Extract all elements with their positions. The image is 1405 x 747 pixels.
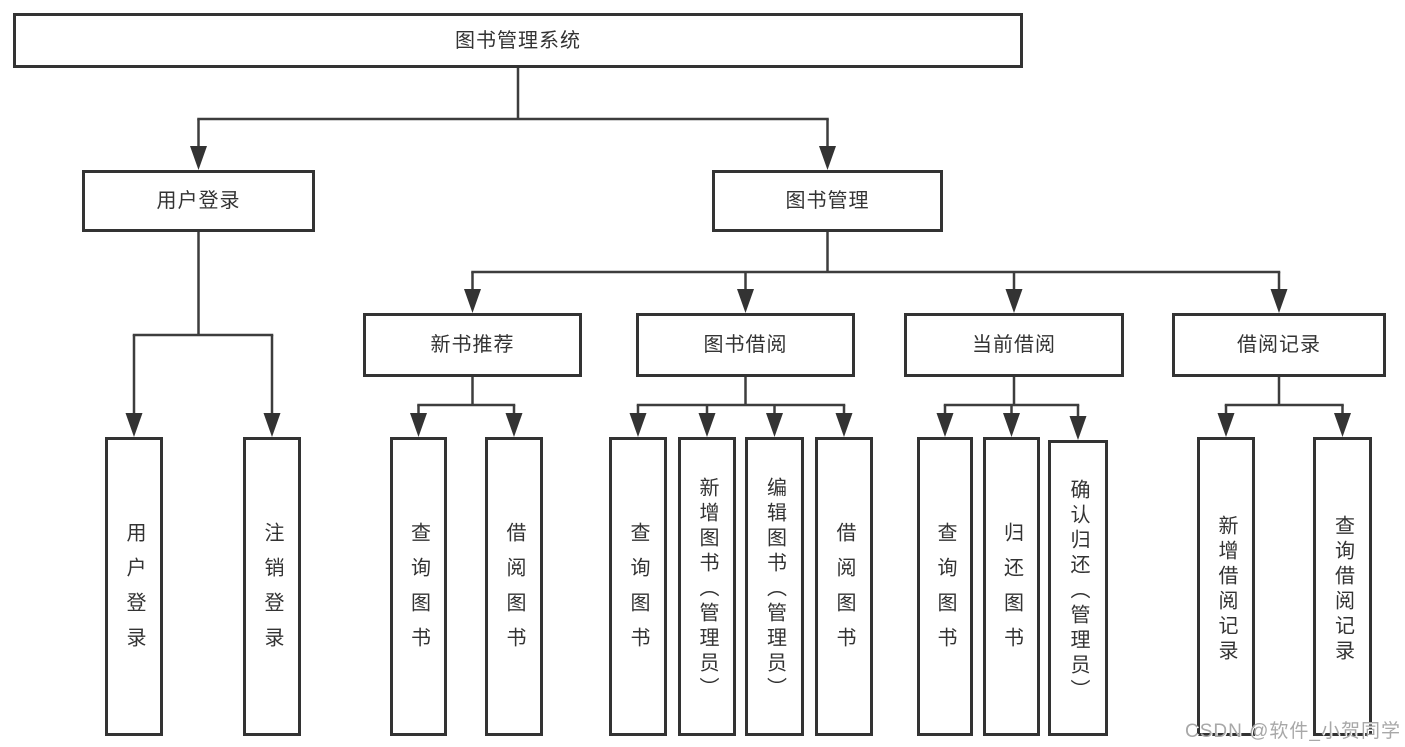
- node-cb-query: 查询图书: [917, 437, 973, 736]
- node-root: 图书管理系统: [13, 13, 1023, 68]
- node-user-login-group: 用户登录: [82, 170, 315, 232]
- node-br-add: 新增借阅记录: [1197, 437, 1255, 736]
- node-nbr-query: 查询图书: [390, 437, 447, 736]
- node-bb-borrow: 借阅图书: [815, 437, 873, 736]
- node-nbr-borrow: 借阅图书: [485, 437, 543, 736]
- node-bb-add: 新增图书（管理员）: [678, 437, 736, 736]
- node-book-borrow: 图书借阅: [636, 313, 855, 377]
- csdn-watermark: CSDN @软件_小贺同学: [1185, 721, 1401, 742]
- node-current-borrow: 当前借阅: [904, 313, 1124, 377]
- node-leaf-logout: 注销登录: [243, 437, 301, 736]
- node-br-query: 查询借阅记录: [1313, 437, 1372, 736]
- node-cb-return: 归还图书: [983, 437, 1040, 736]
- node-bb-edit: 编辑图书（管理员）: [745, 437, 804, 736]
- node-leaf-user-login: 用户登录: [105, 437, 163, 736]
- node-book-mgmt: 图书管理: [712, 170, 943, 232]
- node-borrow-records: 借阅记录: [1172, 313, 1386, 377]
- node-bb-query: 查询图书: [609, 437, 667, 736]
- node-new-book-rec: 新书推荐: [363, 313, 582, 377]
- node-cb-confirm: 确认归还（管理员）: [1048, 440, 1108, 736]
